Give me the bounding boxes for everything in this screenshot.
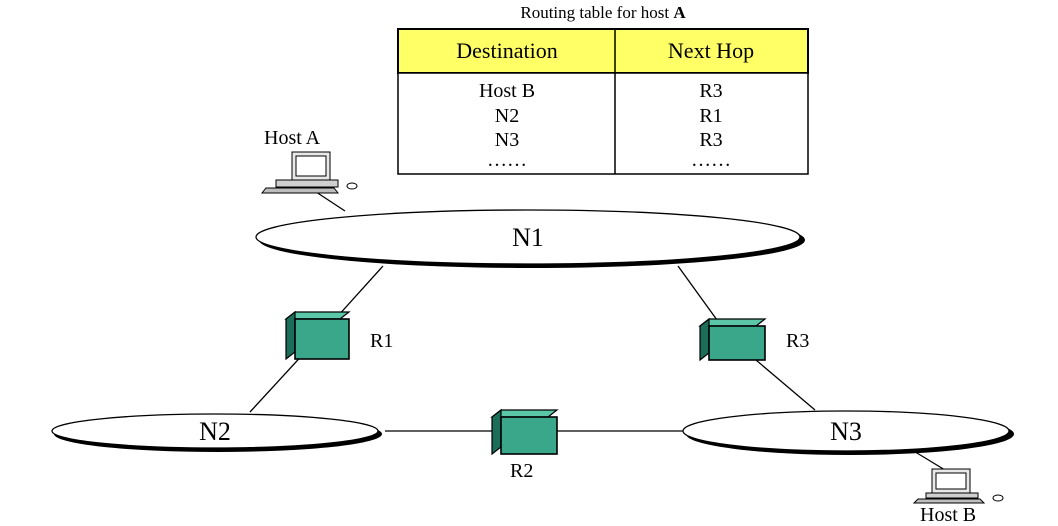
host-b-base: [925, 492, 979, 499]
network-n2: N2: [51, 413, 382, 452]
host-b-screen: [935, 472, 967, 490]
routing-table-title-prefix: Routing table for host: [520, 3, 673, 22]
router-r3-front: [708, 325, 766, 361]
router-r1: R1: [284, 310, 393, 361]
router-r2-front: [500, 416, 558, 455]
router-r1-label: R1: [370, 330, 393, 352]
network-n1: N1: [255, 209, 805, 268]
network-n2-ellipse: [51, 413, 379, 449]
router-r3-left: [699, 317, 710, 362]
network-n3-label: N3: [830, 417, 862, 446]
router-r1-left: [285, 310, 296, 361]
host-a-mouse: [346, 182, 358, 190]
host-a-screen: [295, 155, 327, 177]
host-a-base: [275, 179, 339, 188]
router-r1-front: [294, 318, 350, 360]
table-body: [397, 72, 809, 175]
network-n2-label: N2: [199, 417, 231, 446]
header-next-hop: Next Hop: [668, 38, 754, 63]
host-a-keyboard: [260, 187, 340, 194]
host-b-label: Host B: [920, 504, 976, 526]
link-n3-hostb: [911, 449, 946, 471]
router-r2: R2: [490, 408, 559, 482]
host-a: Host A: [260, 127, 358, 194]
row-4-destination: ……: [487, 149, 527, 171]
network-n3-ellipse: [682, 410, 1010, 452]
router-r2-top: [490, 409, 559, 418]
network-n1-ellipse: [255, 209, 801, 265]
routing-table-title: Routing table for host A: [520, 3, 686, 22]
router-r2-label: R2: [510, 460, 533, 482]
router-r3-label: R3: [786, 330, 809, 352]
host-b-keyboard: [912, 498, 986, 504]
host-b-mouse: [992, 494, 1004, 502]
row-1-next-hop: R3: [699, 80, 722, 102]
host-a-label: Host A: [264, 127, 321, 149]
computer-icon: [912, 468, 1004, 504]
network-n1-label: N1: [512, 223, 544, 252]
router-r3-top: [698, 318, 767, 327]
table-header-row: [397, 28, 809, 74]
row-3-destination: N3: [495, 129, 519, 151]
network-n3: N3: [682, 410, 1014, 455]
routing-table-title-host: A: [673, 3, 686, 22]
router-r3: R3: [698, 317, 809, 362]
router-r2-left: [491, 408, 502, 456]
routing-table: Routing table for host A Destination Nex…: [397, 3, 809, 175]
row-2-destination: N2: [495, 105, 519, 127]
computer-icon: [260, 151, 358, 194]
host-b: Host B: [912, 468, 1004, 526]
row-3-next-hop: R3: [699, 129, 722, 151]
row-1-destination: Host B: [479, 80, 535, 102]
header-destination: Destination: [456, 38, 557, 63]
row-2-next-hop: R1: [699, 105, 722, 127]
row-4-next-hop: ……: [691, 149, 731, 171]
